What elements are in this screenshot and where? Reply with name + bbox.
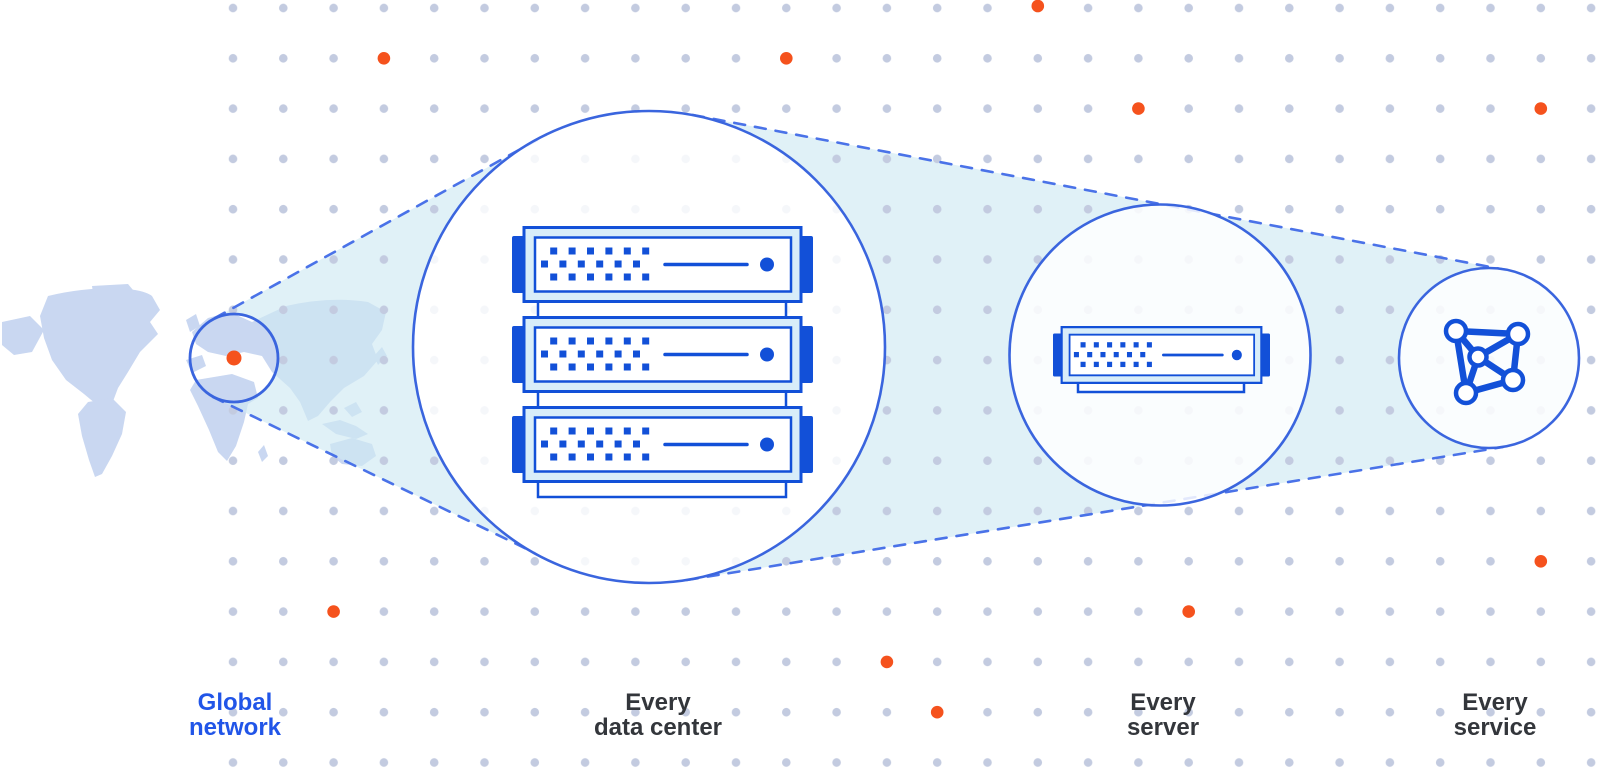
caption-line: Global [197, 689, 273, 716]
server-unit-1 [512, 226, 813, 303]
caption-line: network [188, 714, 282, 741]
orange-dot [377, 52, 391, 65]
orange-dot [327, 605, 340, 618]
network-location-marker [226, 350, 242, 366]
network-mesh-icon [1443, 318, 1531, 406]
caption-line: Every [1130, 689, 1196, 716]
server-unit-3 [512, 406, 813, 483]
server-icon [1053, 326, 1270, 394]
caption-every-server: Every server [1127, 690, 1199, 740]
caption-line: server [1126, 714, 1200, 741]
caption-global-network: Global network [189, 690, 281, 740]
service-circle [1397, 266, 1581, 450]
caption-line: data center [593, 714, 723, 741]
dashed-line-lower-right [685, 445, 1505, 582]
caption-line: Every [625, 689, 691, 716]
caption-every-service: Every service [1454, 690, 1537, 740]
dashed-line-upper-left [213, 133, 548, 320]
orange-dot [780, 52, 793, 65]
zoom-dashed-lines [211, 113, 1508, 582]
orange-dot [1534, 102, 1548, 115]
orange-dot [1132, 102, 1145, 115]
dashed-line-upper-right [691, 113, 1508, 272]
caption-line: Every [1462, 689, 1528, 716]
orange-dot [1534, 555, 1548, 568]
server-rack-icon [512, 226, 813, 499]
orange-dot [880, 655, 894, 669]
dashed-line-lower-left [211, 395, 537, 555]
caption-every-data-center: Every data center [594, 690, 722, 740]
orange-dot [930, 705, 944, 719]
caption-line: service [1453, 714, 1537, 741]
orange-accent-dots [226, 0, 1548, 719]
server-unit-2 [512, 316, 813, 393]
global-network-circle [188, 312, 280, 404]
orange-dot [1031, 0, 1045, 13]
orange-dot [1182, 605, 1195, 618]
